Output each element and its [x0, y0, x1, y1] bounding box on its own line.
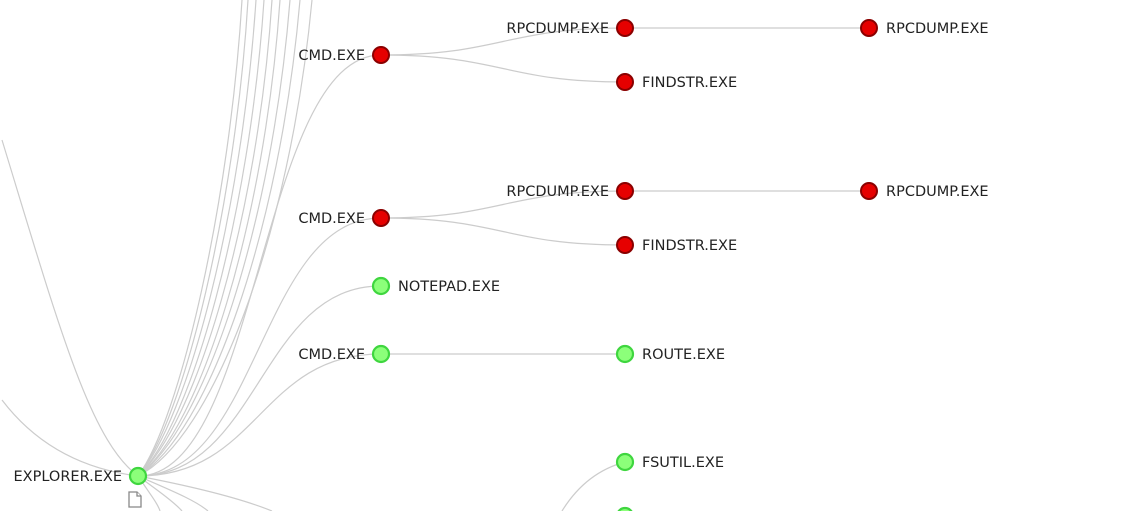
edge-cmd2-rpcdump2: [380, 190, 626, 219]
process-node-findstr2[interactable]: FINDSTR.EXE: [616, 236, 737, 254]
process-node-rpcdump1b[interactable]: RPCDUMP.EXE: [860, 19, 989, 37]
edge-cmd1-findstr1: [380, 54, 626, 83]
node-circle[interactable]: [372, 46, 390, 64]
process-label: RPCDUMP.EXE: [886, 21, 989, 37]
process-label: RPCDUMP.EXE: [506, 21, 609, 37]
process-label: RPCDUMP.EXE: [886, 184, 989, 200]
node-circle[interactable]: [860, 19, 878, 37]
edge-explorer-cmd1: [137, 54, 382, 477]
node-circle[interactable]: [371, 276, 391, 296]
edge-cmd2-findstr2: [380, 217, 626, 246]
process-label: FINDSTR.EXE: [642, 238, 737, 254]
process-node-explorer[interactable]: EXPLORER.EXE: [14, 466, 148, 486]
node-circle[interactable]: [615, 452, 635, 472]
edges-layer: [137, 27, 869, 477]
process-node-cmd2[interactable]: CMD.EXE: [298, 209, 390, 227]
document-icon[interactable]: [128, 491, 142, 508]
process-label: FINDSTR.EXE: [642, 75, 737, 91]
process-label: CMD.EXE: [298, 347, 365, 363]
process-label: ROUTE.EXE: [642, 347, 725, 363]
node-circle[interactable]: [128, 466, 148, 486]
node-circle[interactable]: [616, 19, 634, 37]
edge-explorer-notepad: [137, 285, 382, 477]
process-node-findstr1[interactable]: FINDSTR.EXE: [616, 73, 737, 91]
process-node-rpcdump2b[interactable]: RPCDUMP.EXE: [860, 182, 989, 200]
process-label: CMD.EXE: [298, 211, 365, 227]
offscreen-edges: [1, 0, 626, 511]
process-node-route[interactable]: ROUTE.EXE: [615, 344, 725, 364]
process-node-partial[interactable]: [617, 506, 633, 511]
node-circle[interactable]: [617, 506, 633, 511]
edge-explorer-cmd2: [137, 217, 382, 477]
node-circle[interactable]: [616, 73, 634, 91]
process-label: RPCDUMP.EXE: [506, 184, 609, 200]
node-circle[interactable]: [371, 344, 391, 364]
process-node-notepad[interactable]: NOTEPAD.EXE: [371, 276, 500, 296]
node-circle[interactable]: [372, 209, 390, 227]
process-node-rpcdump1[interactable]: RPCDUMP.EXE: [506, 19, 634, 37]
process-node-fsutil[interactable]: FSUTIL.EXE: [615, 452, 724, 472]
node-circle[interactable]: [616, 236, 634, 254]
process-label: FSUTIL.EXE: [642, 455, 724, 471]
node-circle[interactable]: [860, 182, 878, 200]
node-circle[interactable]: [616, 182, 634, 200]
edge-explorer-cmd3: [137, 353, 382, 477]
nodes-layer: EXPLORER.EXE CMD.EXE RPCDUMP.EXE RPCDUMP.EX…: [14, 19, 989, 511]
process-node-rpcdump2[interactable]: RPCDUMP.EXE: [506, 182, 634, 200]
process-label: NOTEPAD.EXE: [398, 279, 500, 295]
process-label: CMD.EXE: [298, 48, 365, 64]
process-label: EXPLORER.EXE: [14, 469, 122, 485]
process-node-cmd3[interactable]: CMD.EXE: [298, 344, 391, 364]
process-node-cmd1[interactable]: CMD.EXE: [298, 46, 390, 64]
edge-cmd1-rpcdump1: [380, 27, 626, 56]
node-circle[interactable]: [615, 344, 635, 364]
